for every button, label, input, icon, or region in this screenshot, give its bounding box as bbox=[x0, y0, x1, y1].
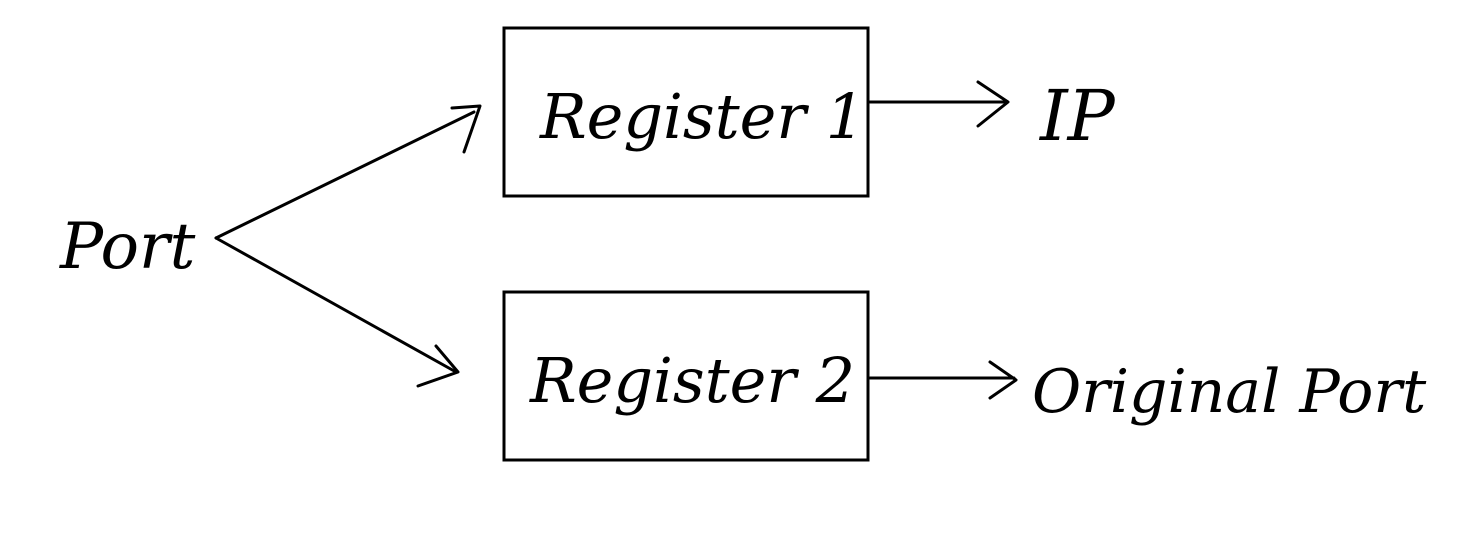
edge-register-1-to-output bbox=[868, 80, 1010, 128]
edge-register-2-to-output bbox=[868, 360, 1018, 400]
register-1-node: Register 1 bbox=[502, 26, 870, 198]
arrowhead-output-1 bbox=[976, 80, 1010, 128]
edge-port-to-register-2 bbox=[214, 236, 460, 388]
register-2-box bbox=[502, 290, 870, 462]
output-label-ip: IP bbox=[1038, 75, 1117, 157]
register-1-label: Register 1 bbox=[539, 80, 865, 153]
edge-port-to-register-1 bbox=[214, 104, 482, 240]
register-1-box bbox=[502, 26, 870, 198]
arrowhead-output-2 bbox=[988, 360, 1018, 400]
arrowhead-register-2 bbox=[416, 344, 460, 388]
register-2-label: Register 2 bbox=[529, 344, 855, 417]
arrowhead-register-1 bbox=[450, 104, 482, 154]
register-2-node: Register 2 bbox=[502, 290, 870, 462]
output-label-original-port: Original Port bbox=[1032, 357, 1427, 427]
source-label-port: Port bbox=[59, 210, 196, 284]
